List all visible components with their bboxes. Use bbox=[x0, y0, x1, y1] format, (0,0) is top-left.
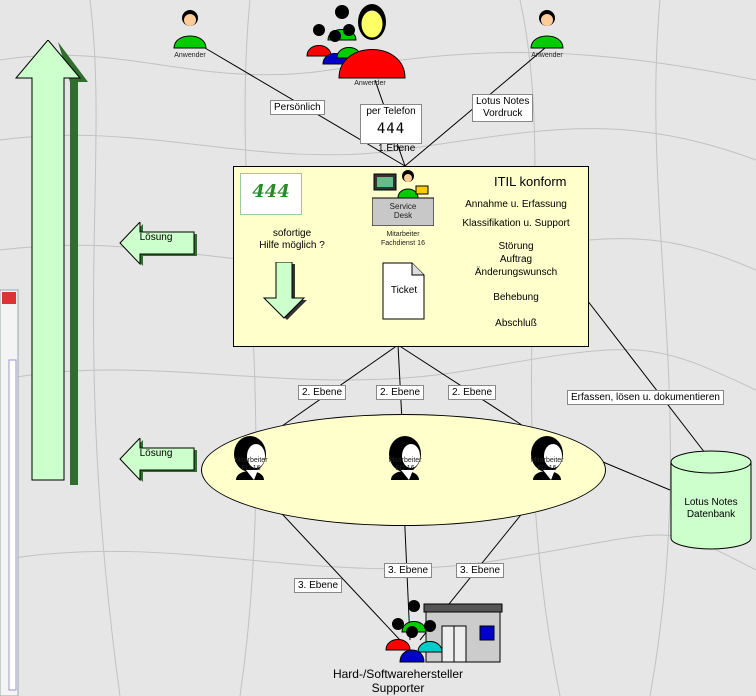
level1-label: 1.Ebene bbox=[378, 143, 416, 154]
service-desk-staff-label: Mitarbeiter Fachdienst 16 bbox=[368, 230, 438, 248]
itil-step-7: Abschluß bbox=[495, 318, 537, 329]
solution-arrow-bottom bbox=[119, 438, 197, 482]
service-desk-staff-line2: Fachdienst 16 bbox=[381, 240, 425, 247]
phone-number: 444 bbox=[376, 121, 406, 137]
user-center-label: Anwender bbox=[354, 80, 386, 87]
service-desk-icon bbox=[372, 170, 434, 226]
channel-personal-label: Persönlich bbox=[270, 100, 325, 115]
staff-2-icon bbox=[389, 436, 421, 480]
vendor-label: Hard-/Softwarehersteller Supporter bbox=[318, 667, 478, 695]
level3-label-2: 3. Ebene bbox=[384, 563, 433, 578]
database-label: Lotus Notes Datenbank bbox=[670, 497, 752, 521]
staff-3-line1: Mitarbeiter bbox=[530, 457, 564, 464]
level3-label-3: 3. Ebene bbox=[456, 563, 505, 578]
level2-label-2: 2. Ebene bbox=[376, 385, 425, 400]
channel-phone-box: per Telefon 444 bbox=[360, 104, 422, 144]
user-right-label: Anwender bbox=[531, 52, 563, 59]
solution-bottom-label: Lösung bbox=[139, 448, 173, 459]
user-right-icon bbox=[530, 10, 564, 49]
ticket-label: Ticket bbox=[390, 285, 418, 296]
service-desk-staff-line1: Mitarbeiter bbox=[386, 231, 420, 238]
staff-2-line1: Mitarbeiter bbox=[388, 457, 422, 464]
itil-question-line1: sofortige bbox=[272, 228, 312, 239]
vendor-icon bbox=[385, 600, 503, 663]
channel-phone-label: per Telefon bbox=[366, 106, 416, 117]
logo-444: 444 bbox=[240, 173, 302, 215]
staff-3-label: Mitarbeiter FD 16 bbox=[522, 457, 572, 473]
lotus-notes-database bbox=[670, 450, 752, 550]
staff-2-label: Mitarbeiter FD 16 bbox=[380, 457, 430, 473]
staff-3-icon bbox=[531, 436, 563, 480]
service-desk-label: Service Desk bbox=[372, 202, 434, 220]
user-left-icon bbox=[173, 10, 207, 49]
service-desk-line1: Service bbox=[389, 202, 417, 211]
itil-step-5: Änderungswunsch bbox=[474, 267, 558, 278]
level2-label-1: 2. Ebene bbox=[298, 385, 347, 400]
service-desk-line2: Desk bbox=[393, 211, 413, 220]
itil-question-line2: Hilfe möglich ? bbox=[259, 240, 325, 251]
channel-lotus-line2: Vordruck bbox=[482, 108, 523, 119]
channel-lotus-label: Lotus Notes Vordruck bbox=[472, 94, 534, 122]
itil-question: sofortige Hilfe möglich ? bbox=[250, 228, 334, 252]
itil-step-4: Auftrag bbox=[499, 254, 533, 265]
capture-label: Erfassen, lösen u. dokumentieren bbox=[567, 390, 724, 405]
staff-1-icon bbox=[234, 436, 266, 480]
solution-top-label: Lösung bbox=[139, 232, 173, 243]
vendor-line1: Hard-/Softwarehersteller bbox=[332, 667, 464, 681]
database-line1: Lotus Notes bbox=[684, 497, 738, 508]
staff-2-line2: FD 16 bbox=[395, 465, 415, 472]
staff-1-line2: FD 16 bbox=[241, 465, 261, 472]
solution-arrow-top bbox=[119, 222, 197, 266]
staff-1-label: Mitarbeiter FD 16 bbox=[226, 457, 276, 473]
level2-label-3: 2. Ebene bbox=[448, 385, 497, 400]
user-left-label: Anwender bbox=[174, 52, 206, 59]
level3-label-1: 3. Ebene bbox=[294, 578, 343, 593]
itil-title: ITIL konform bbox=[494, 174, 567, 189]
staff-3-line2: FD 16 bbox=[537, 465, 557, 472]
ticket-icon bbox=[382, 262, 425, 320]
itil-step-2: Klassifikation u. Support bbox=[462, 218, 570, 229]
down-arrow-icon bbox=[262, 262, 307, 320]
user-group-center-icon bbox=[306, 4, 406, 79]
staff-1-line1: Mitarbeiter bbox=[234, 457, 268, 464]
itil-step-3: Störung bbox=[498, 241, 534, 252]
logo-444-text: 444 bbox=[252, 181, 290, 202]
itil-step-6: Behebung bbox=[493, 292, 539, 303]
channel-lotus-line1: Lotus Notes bbox=[476, 96, 530, 107]
itil-step-1: Annahme u. Erfassung bbox=[465, 199, 567, 210]
vendor-line2: Supporter bbox=[371, 681, 425, 695]
escalation-arrow bbox=[14, 40, 88, 485]
database-line2: Datenbank bbox=[686, 509, 736, 520]
